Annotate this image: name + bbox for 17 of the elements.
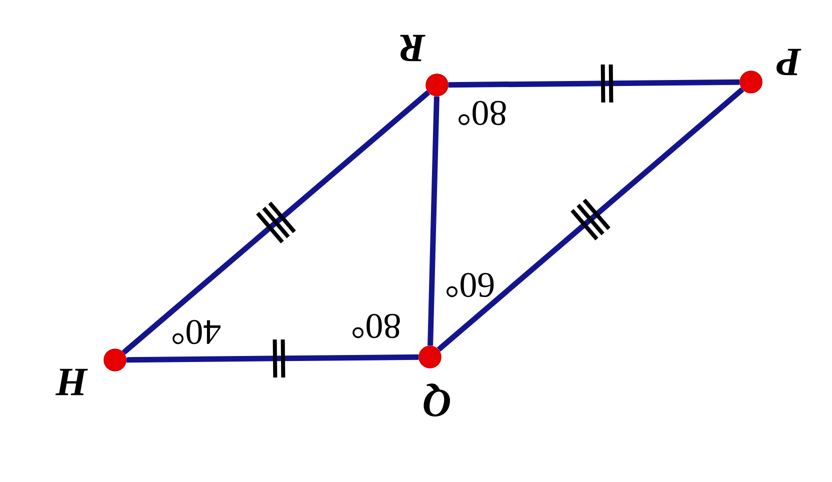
- vertex-point: R: [400, 34, 448, 96]
- node-label: H: [55, 368, 88, 396]
- angle-label: 80°: [352, 314, 400, 338]
- vertex-point: Q: [418, 346, 450, 416]
- line-segment: [436, 87, 744, 352]
- node-label: R: [400, 34, 426, 62]
- node-label: P: [776, 48, 802, 76]
- line-segment: [428, 96, 440, 346]
- vertex-point: H: [55, 348, 126, 396]
- angle-label: 60°: [446, 272, 494, 298]
- line-segment: [126, 354, 419, 363]
- angle-label: 40°: [172, 320, 220, 344]
- angle-label: 80°: [458, 100, 506, 126]
- line-segment: [122, 90, 430, 355]
- line-segment: [448, 79, 740, 88]
- node-label: Q: [424, 384, 450, 416]
- vertex-point: P: [740, 48, 802, 94]
